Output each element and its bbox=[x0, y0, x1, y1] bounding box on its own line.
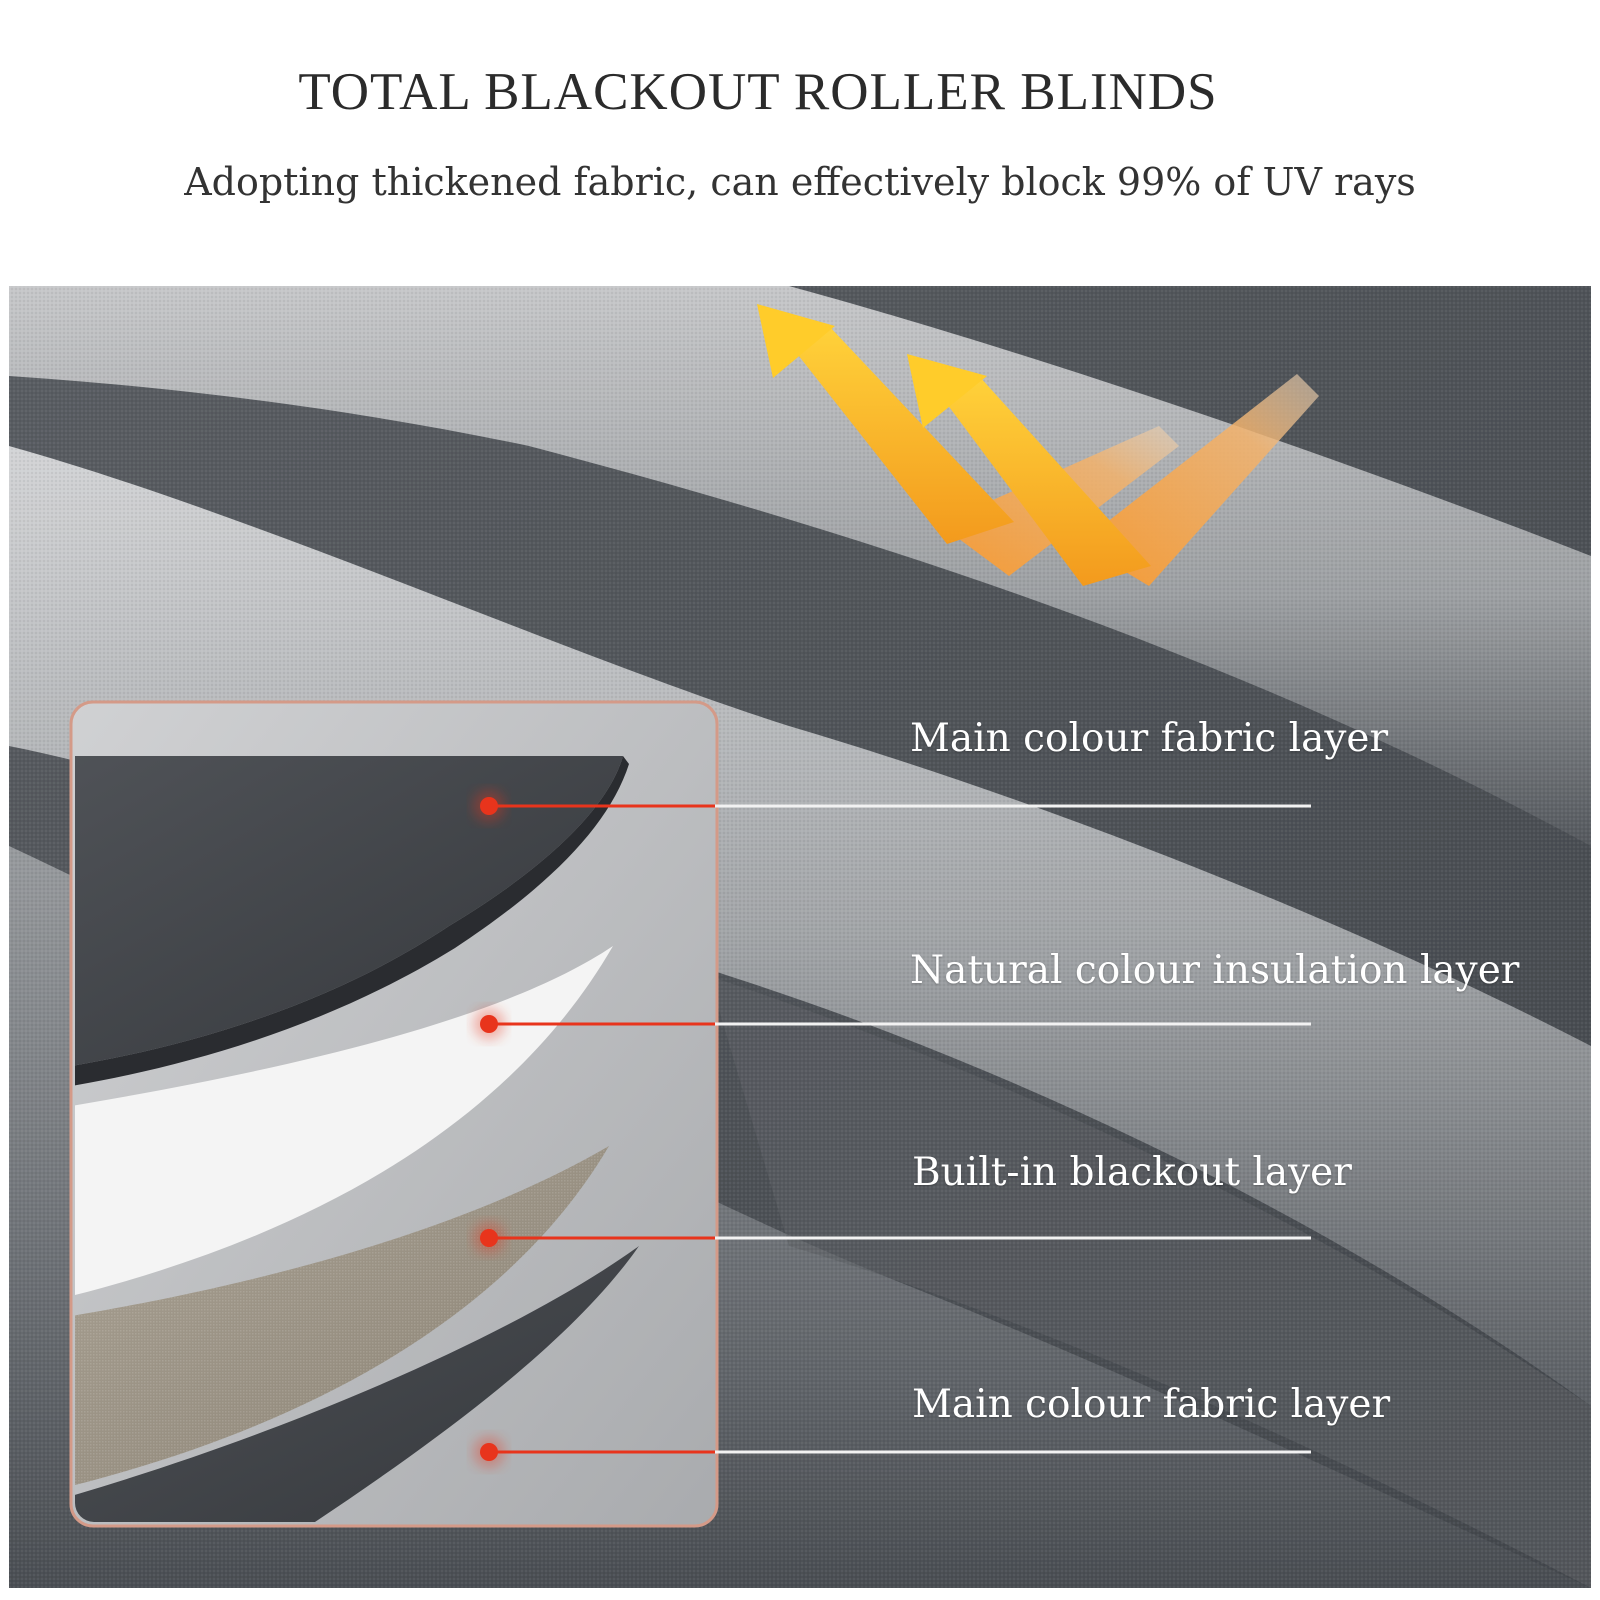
layer-label-2: Natural colour insulation layer bbox=[910, 948, 1520, 993]
layer-label-1: Main colour fabric layer bbox=[910, 716, 1389, 761]
page-title: TOTAL BLACKOUT ROLLER BLINDS bbox=[298, 63, 1218, 121]
leader-dots bbox=[473, 790, 505, 1468]
leader-lines bbox=[489, 804, 1311, 1454]
layer-label-4: Main colour fabric layer bbox=[912, 1382, 1391, 1427]
uv-reflection-arrows-icon bbox=[757, 304, 1319, 586]
fabric-illustration bbox=[9, 286, 1591, 1588]
page-subtitle: Adopting thickened fabric, can effective… bbox=[184, 160, 1416, 204]
layer-label-3: Built-in blackout layer bbox=[912, 1150, 1352, 1195]
layer-callout-card bbox=[69, 700, 719, 1528]
fabric-photo: Main colour fabric layer Natural colour … bbox=[9, 286, 1591, 1588]
